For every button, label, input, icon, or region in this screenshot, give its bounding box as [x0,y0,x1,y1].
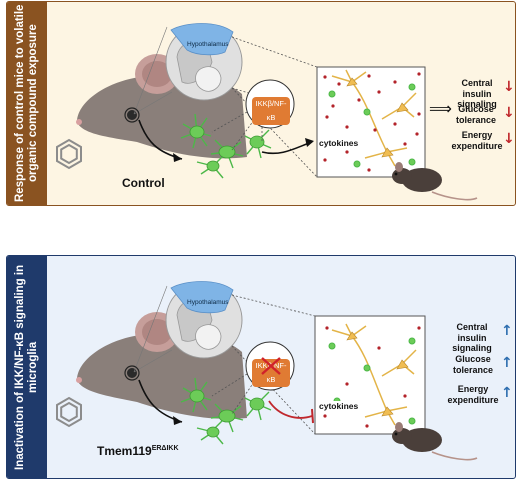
block-x-icon [261,357,281,375]
cytokines-label: cytokines [319,401,359,411]
brain-zoom-circle [165,281,243,359]
down-arrow-icon: ↓ [503,105,515,121]
genotype-label: Control [122,176,165,190]
cytokines-label: cytokines [319,138,359,148]
outcome-glucose-tolerance: Glucose tolerance [455,104,497,125]
genotype-text: Tmem119 [97,444,152,458]
hypothalamus-label: Hypothalamus [187,41,229,48]
benzene-icon [56,396,82,428]
genotype-label: Tmem119ERΔIKK [97,444,179,458]
up-arrow-icon: ↑ [501,385,513,401]
mouse-icon [392,162,478,201]
knockout-illustration [56,281,478,461]
hypothalamus-zoom-box [316,66,426,178]
outcome-energy-expenditure: Energy expenditure [451,130,503,151]
down-arrow-icon: ↓ [503,79,515,95]
outcome-energy-expenditure: Energy expenditure [447,384,499,405]
hypothalamus-label: Hypothalamus [187,299,229,306]
outcome-glucose-tolerance: Glucose tolerance [452,354,494,375]
outcome-central-insulin: Central insulin signaling [452,322,492,353]
outcome-central-insulin: Central insulin signaling [457,78,497,109]
panel-side-label: Inactivation of IKK/NF-κB signaling in m… [7,256,47,478]
up-arrow-icon: ↑ [501,323,513,339]
knockout-panel: Inactivation of IKK/NF-κB signaling in m… [6,255,516,479]
up-arrow-icon: ↑ [501,355,513,371]
implies-arrow-icon: ⟹ [429,99,452,118]
microglia-cluster [180,113,272,179]
control-panel: Response of control mice to volatile org… [6,1,516,206]
hypothalamus-zoom-box [314,315,426,435]
panel-side-label: Response of control mice to volatile org… [7,2,47,205]
mouse-icon [392,422,478,461]
brain-zoom-circle [165,23,243,101]
pathway-label: IKKβ/NF-κB [252,97,290,125]
benzene-icon [56,138,82,170]
genotype-superscript: ERΔIKK [151,445,179,452]
genotype-text: Control [122,176,165,190]
down-arrow-icon: ↓ [503,131,515,147]
pathway-text: IKKβ/NF-κB [255,99,287,122]
